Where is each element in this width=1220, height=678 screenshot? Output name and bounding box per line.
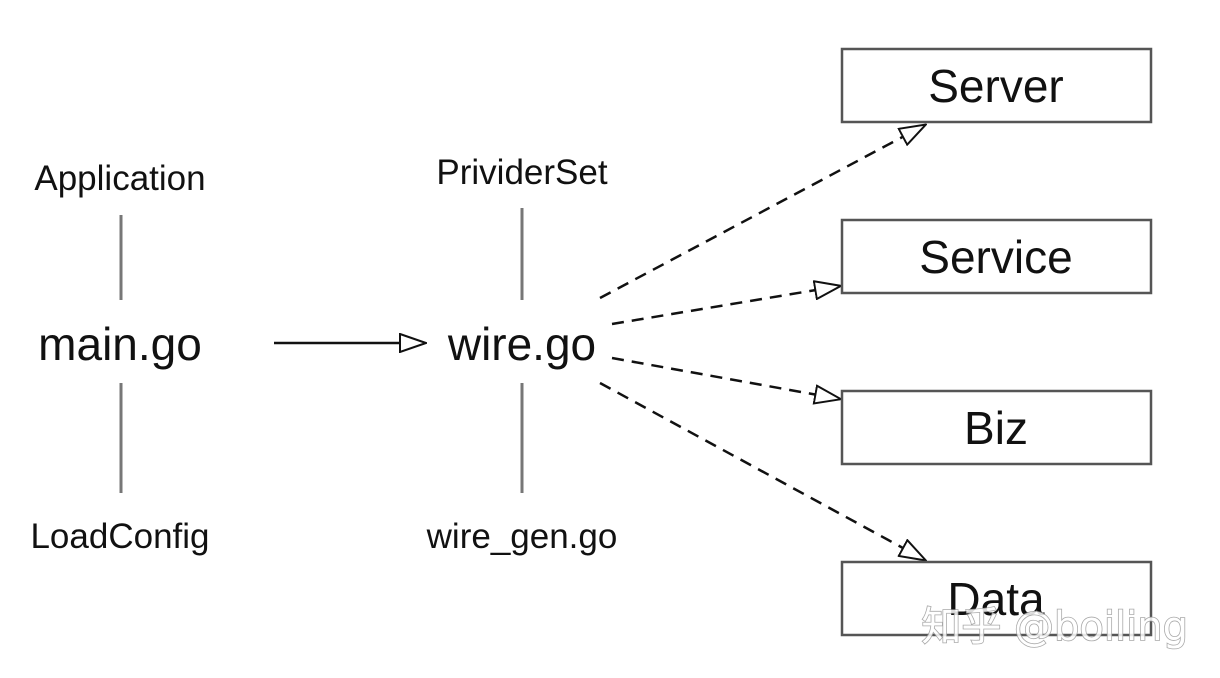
biz-label: Biz <box>964 402 1028 454</box>
service-label: Service <box>919 231 1072 283</box>
wire-go-node: wire.go <box>447 318 596 370</box>
server-label: Server <box>928 60 1063 112</box>
service-box <box>840 218 1153 295</box>
wire-to-biz-arrow <box>611 356 840 399</box>
watermark: 知乎 @boiling <box>921 604 1188 650</box>
server-box <box>840 47 1153 124</box>
data-box <box>840 560 1153 637</box>
wire-to-service-arrow <box>611 286 840 326</box>
application-label: Application <box>34 159 205 198</box>
wire-to-data-arrow <box>599 381 925 560</box>
biz-box <box>840 389 1153 466</box>
wire-to-server-arrow <box>599 125 925 300</box>
wire-gen-label: wire_gen.go <box>426 517 618 556</box>
main-go-node: main.go <box>38 318 202 370</box>
data-label: Data <box>947 573 1045 625</box>
providerset-label: PrividerSet <box>436 153 607 192</box>
loadconfig-label: LoadConfig <box>30 517 209 556</box>
